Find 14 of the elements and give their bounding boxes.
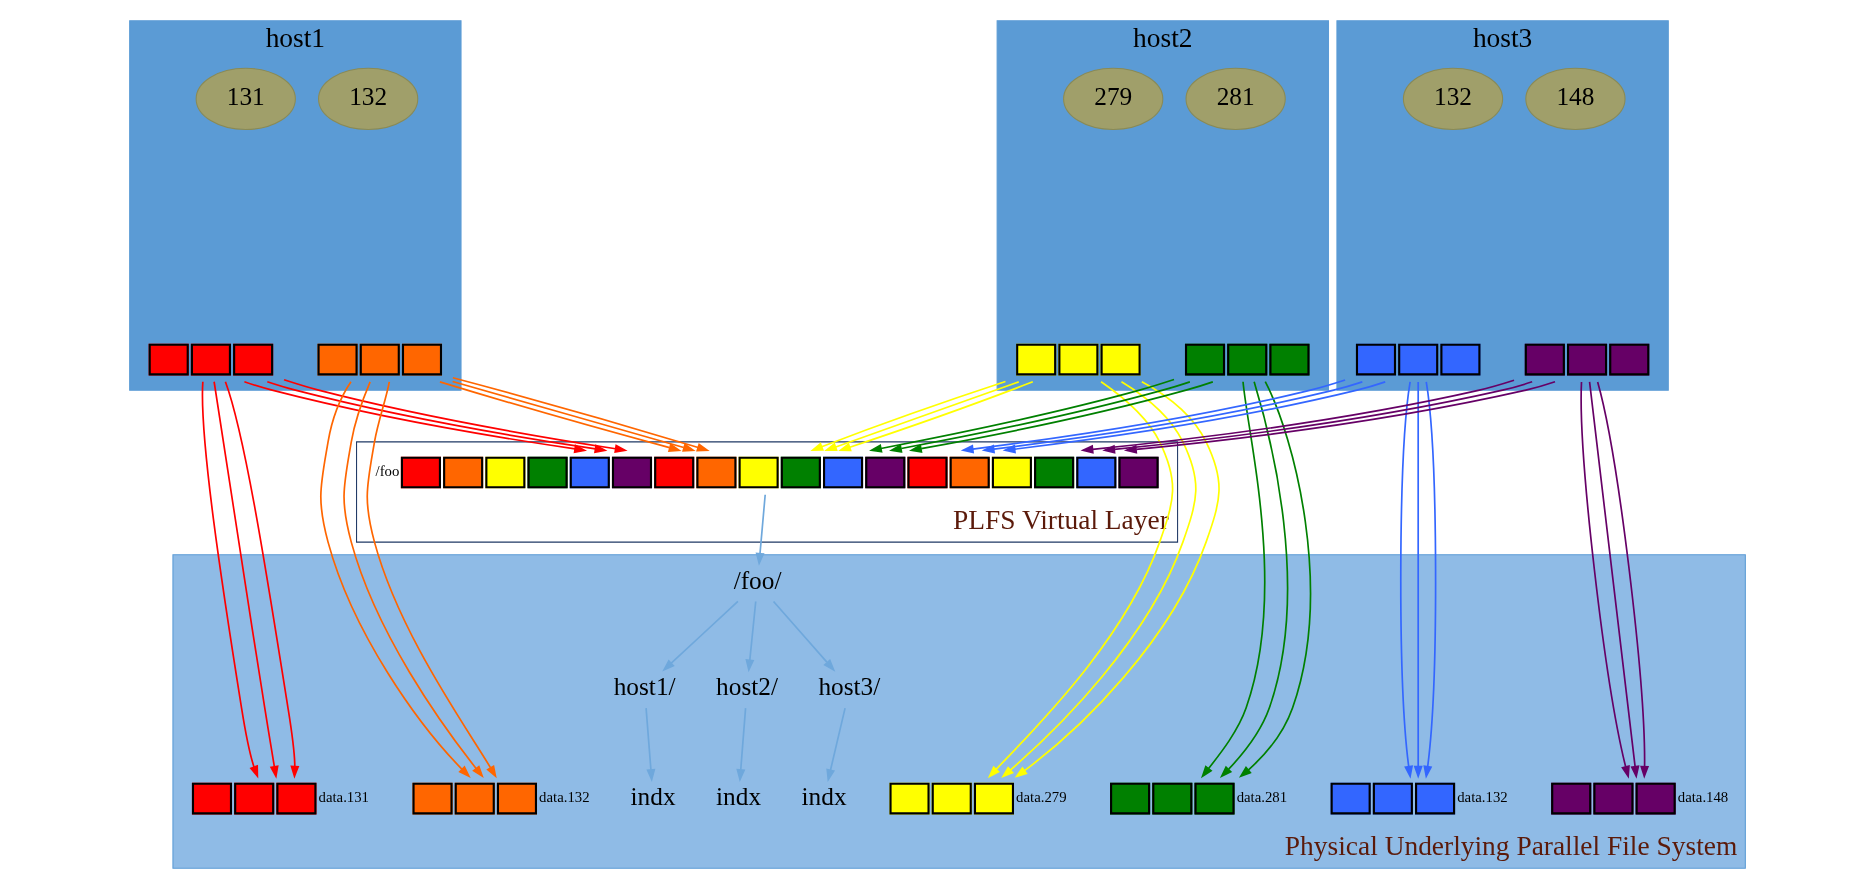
node-text: host3/ xyxy=(818,672,881,701)
node-text: host2/ xyxy=(716,672,778,701)
node-label: /foo xyxy=(375,463,400,480)
node-label: data.132 xyxy=(1457,789,1508,806)
node-label: data.131 xyxy=(318,789,369,806)
node-text: indx xyxy=(801,782,847,811)
node-label: data.281 xyxy=(1236,789,1288,806)
node-label: data.279 xyxy=(1016,789,1067,806)
node-text: host1/ xyxy=(613,672,676,701)
node-text: indx xyxy=(716,782,762,811)
node-text: /foo/ xyxy=(733,565,782,594)
node-label: data.148 xyxy=(1677,789,1729,806)
node-label: data.132 xyxy=(539,789,590,806)
node-text: indx xyxy=(630,782,676,811)
